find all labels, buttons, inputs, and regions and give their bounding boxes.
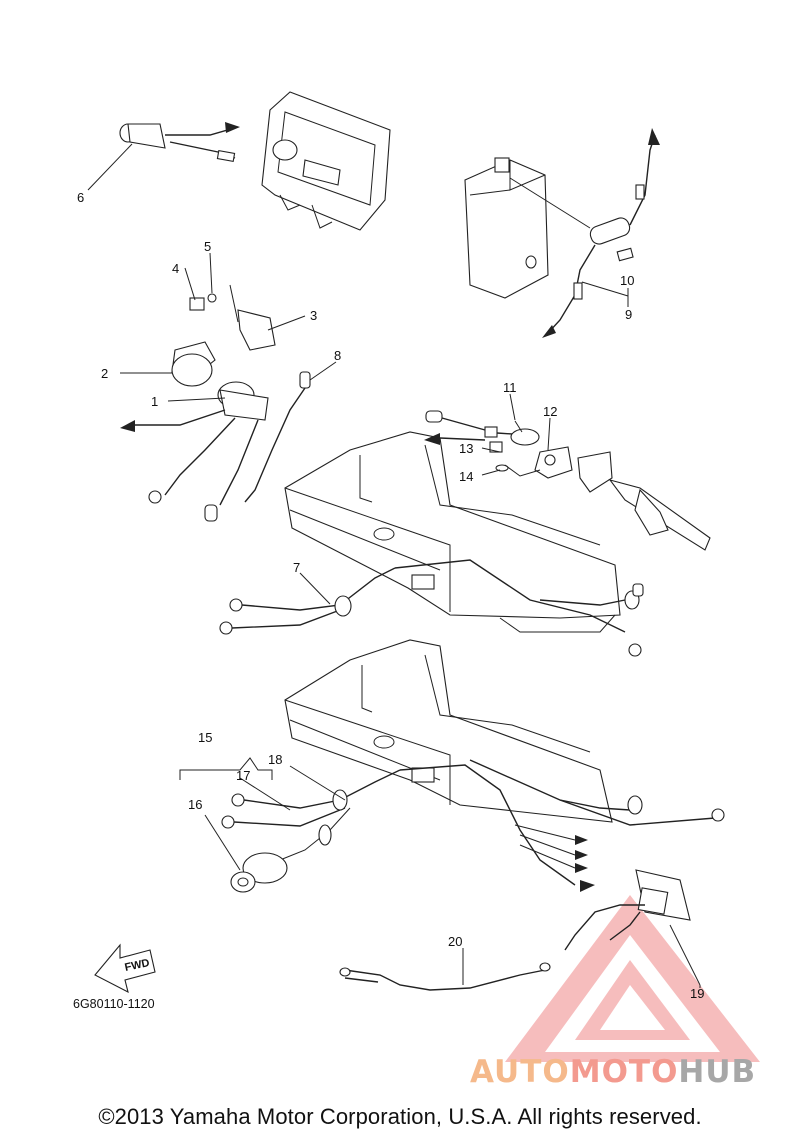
diagram-part-code: 6G80110-1120 [73,997,155,1011]
callout-18: 18 [268,752,282,767]
callout-numbers: 1 2 3 4 5 6 7 8 9 10 11 12 13 14 15 16 1… [77,190,704,1001]
fwd-arrow: FWD [94,943,156,994]
battery-box [464,128,660,338]
fwd-label: FWD [124,957,151,974]
part-19-bracket [564,869,701,986]
callout-1: 1 [151,394,158,409]
callout-14: 14 [459,469,473,484]
callout-9: 9 [625,307,632,322]
bottom-cowling-lower [284,639,613,823]
callout-20: 20 [448,934,462,949]
callout-7: 7 [293,560,300,575]
callout-16: 16 [188,797,202,812]
callout-5: 5 [204,239,211,254]
leader-lines [120,252,701,988]
callout-19: 19 [690,986,704,1001]
key-switch-assembly [120,284,276,522]
callout-3: 3 [310,308,317,323]
watermark-moto: MOTO [569,1054,679,1090]
callout-15: 15 [198,730,212,745]
copyright-notice: ©2013 Yamaha Motor Corporation, U.S.A. A… [98,1104,702,1129]
watermark-hub: HUB [678,1054,757,1090]
callout-13: 13 [459,441,473,456]
callout-4: 4 [172,261,179,276]
callout-8: 8 [334,348,341,363]
watermark-logo [505,895,760,1062]
callout-2: 2 [101,366,108,381]
part-20-lead [339,948,551,991]
lower-harness-15-18 [179,757,725,893]
callout-6: 6 [77,190,84,205]
watermark-text: AUTOMOTOHUB [470,1054,756,1090]
part-7-harness [219,559,644,657]
callout-17: 17 [236,768,250,783]
callout-12: 12 [543,404,557,419]
remote-control-panel [261,91,391,231]
parts-diagram: FWD 1 2 3 4 5 6 7 8 9 10 11 12 13 14 15 [73,91,760,1062]
watermark-auto: AUTO [470,1054,570,1090]
bottom-cowling-upper [284,431,621,633]
switch-parts-11-14 [424,410,711,551]
callout-10: 10 [620,273,634,288]
part-6-switch [87,122,240,191]
callout-11: 11 [503,380,517,395]
